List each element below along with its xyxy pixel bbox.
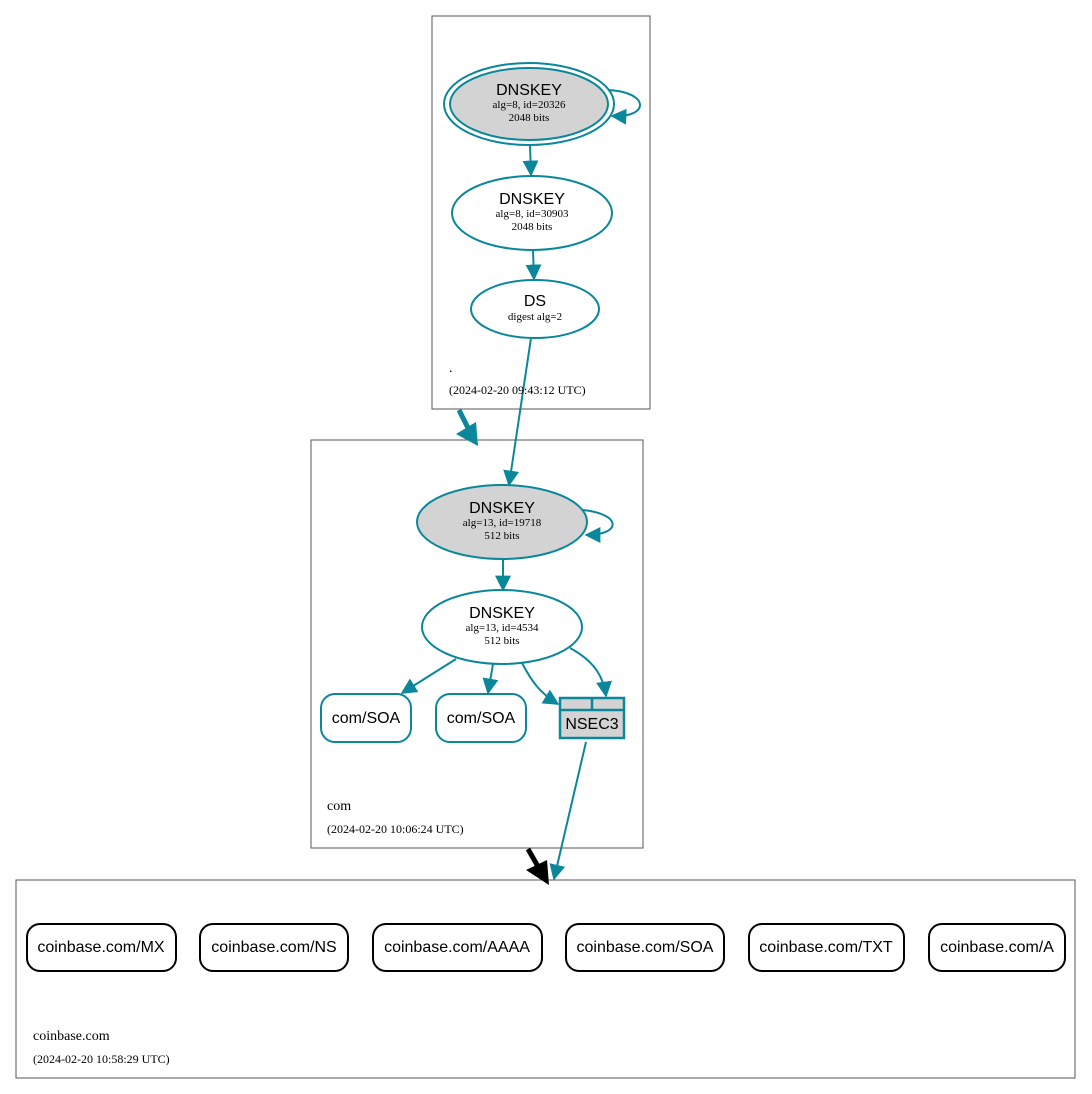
com-zsk-size: 512 bits xyxy=(484,635,519,647)
coinbase-soa-node[interactable]: coinbase.com/SOA xyxy=(565,923,725,972)
com-ksk-self-loop xyxy=(582,509,614,543)
com-ksk-params: alg=13, id=19718 xyxy=(463,517,542,529)
com-ksk-node[interactable]: DNSKEY alg=13, id=19718 512 bits xyxy=(416,484,588,560)
zone-com-timestamp: (2024-02-20 10:06:24 UTC) xyxy=(327,822,464,836)
root-ksk-self-loop xyxy=(607,89,641,125)
coinbase-soa-label: coinbase.com/SOA xyxy=(577,939,714,956)
coinbase-aaaa-label: coinbase.com/AAAA xyxy=(384,939,530,956)
com-soa-node-1[interactable]: com/SOA xyxy=(320,693,412,743)
com-soa-label-2: com/SOA xyxy=(447,710,516,727)
zone-coinbase-name: coinbase.com xyxy=(33,1029,110,1044)
edge-root-ds-com-ksk xyxy=(503,337,532,487)
coinbase-mx-node[interactable]: coinbase.com/MX xyxy=(26,923,177,972)
com-soa-label-1: com/SOA xyxy=(332,710,401,727)
zone-root-timestamp: (2024-02-20 09:43:12 UTC) xyxy=(449,383,586,397)
root-zsk-node[interactable]: DNSKEY alg=8, id=30903 2048 bits xyxy=(451,175,613,251)
delegation-arrow-com-coinbase xyxy=(525,847,549,885)
zone-coinbase-timestamp: (2024-02-20 10:58:29 UTC) xyxy=(33,1052,170,1066)
com-zsk-params: alg=13, id=4534 xyxy=(466,622,539,634)
edge-root-zsk-ds xyxy=(525,249,542,281)
zone-coinbase-box xyxy=(15,879,1076,1079)
delegation-arrow-root-com xyxy=(456,408,478,446)
edge-com-zsk-nsec3-b xyxy=(569,647,612,698)
root-zsk-type: DNSKEY xyxy=(499,191,565,208)
edge-com-zsk-nsec3-a xyxy=(521,662,560,705)
root-ksk-params: alg=8, id=20326 xyxy=(493,99,566,111)
coinbase-a-node[interactable]: coinbase.com/A xyxy=(928,923,1066,972)
root-zsk-size: 2048 bits xyxy=(512,221,553,233)
com-zsk-node[interactable]: DNSKEY alg=13, id=4534 512 bits xyxy=(421,589,583,665)
coinbase-txt-node[interactable]: coinbase.com/TXT xyxy=(748,923,905,972)
coinbase-a-label: coinbase.com/A xyxy=(940,939,1054,956)
edge-root-ksk-zsk xyxy=(522,144,539,177)
com-soa-node-2[interactable]: com/SOA xyxy=(435,693,527,743)
coinbase-ns-node[interactable]: coinbase.com/NS xyxy=(199,923,349,972)
com-nsec3-label: NSEC3 xyxy=(565,716,618,733)
coinbase-txt-label: coinbase.com/TXT xyxy=(759,939,893,956)
zone-com-name: com xyxy=(327,799,351,814)
root-ds-node[interactable]: DS digest alg=2 xyxy=(470,279,600,339)
root-ds-type: DS xyxy=(524,293,546,310)
edge-com-zsk-soa1 xyxy=(400,658,457,694)
com-ksk-type: DNSKEY xyxy=(469,500,535,517)
edge-com-zsk-soa2 xyxy=(482,663,499,695)
com-ksk-size: 512 bits xyxy=(484,530,519,542)
root-ds-params: digest alg=2 xyxy=(508,311,562,323)
root-ksk-node[interactable]: DNSKEY alg=8, id=20326 2048 bits xyxy=(443,62,615,146)
coinbase-mx-label: coinbase.com/MX xyxy=(37,939,164,956)
edge-nsec3-coinbase xyxy=(549,741,587,881)
coinbase-aaaa-node[interactable]: coinbase.com/AAAA xyxy=(372,923,543,972)
com-nsec3-node[interactable]: NSEC3 xyxy=(558,696,626,740)
root-ksk-type: DNSKEY xyxy=(496,82,562,99)
com-zsk-type: DNSKEY xyxy=(469,605,535,622)
zone-root-box xyxy=(431,15,651,410)
root-ksk-size: 2048 bits xyxy=(509,112,550,124)
coinbase-ns-label: coinbase.com/NS xyxy=(211,939,336,956)
zone-root-name: . xyxy=(449,361,453,376)
root-zsk-params: alg=8, id=30903 xyxy=(496,208,569,220)
